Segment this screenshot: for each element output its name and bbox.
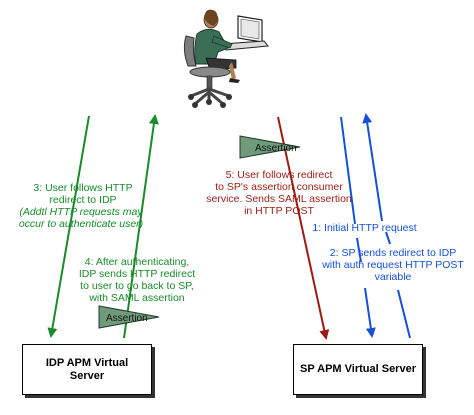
idp-server-label-line2: Server [69, 369, 105, 382]
idp-assertion-label: Assertion [106, 313, 148, 324]
step3-label: 3: User follows HTTP redirect to IDP [33, 182, 133, 206]
idp-assertion-flag: Assertion [98, 305, 160, 329]
sp-server-box: SP APM Virtual Server [293, 344, 423, 395]
step1-arrow [340, 116, 376, 338]
person-at-computer-icon [183, 9, 269, 108]
step4-label: 4: After authenticating, IDP sends HTTP … [78, 256, 196, 304]
step4-arrow [123, 114, 159, 339]
idp-server-box: IDP APM Virtual Server [22, 344, 152, 395]
step5-arrow [277, 116, 330, 340]
sp-server-label: SP APM Virtual Server [300, 363, 416, 375]
step2-arrow [362, 113, 411, 339]
idp-server-label-line1: IDP APM Virtual [45, 356, 129, 369]
step1-label: 1: Initial HTTP request [312, 222, 417, 234]
step3-note: (Addtl HTTP requests may occur to authen… [18, 206, 144, 230]
sp-assertion-label: Assertion [255, 143, 297, 154]
step5-label: 5: User follows redirect to SP's asserti… [206, 169, 352, 217]
step2-label: 2: SP sends redirect to IDP with auth re… [322, 247, 464, 283]
step3-arrow [47, 115, 90, 338]
sp-assertion-flag: Assertion [239, 135, 301, 159]
